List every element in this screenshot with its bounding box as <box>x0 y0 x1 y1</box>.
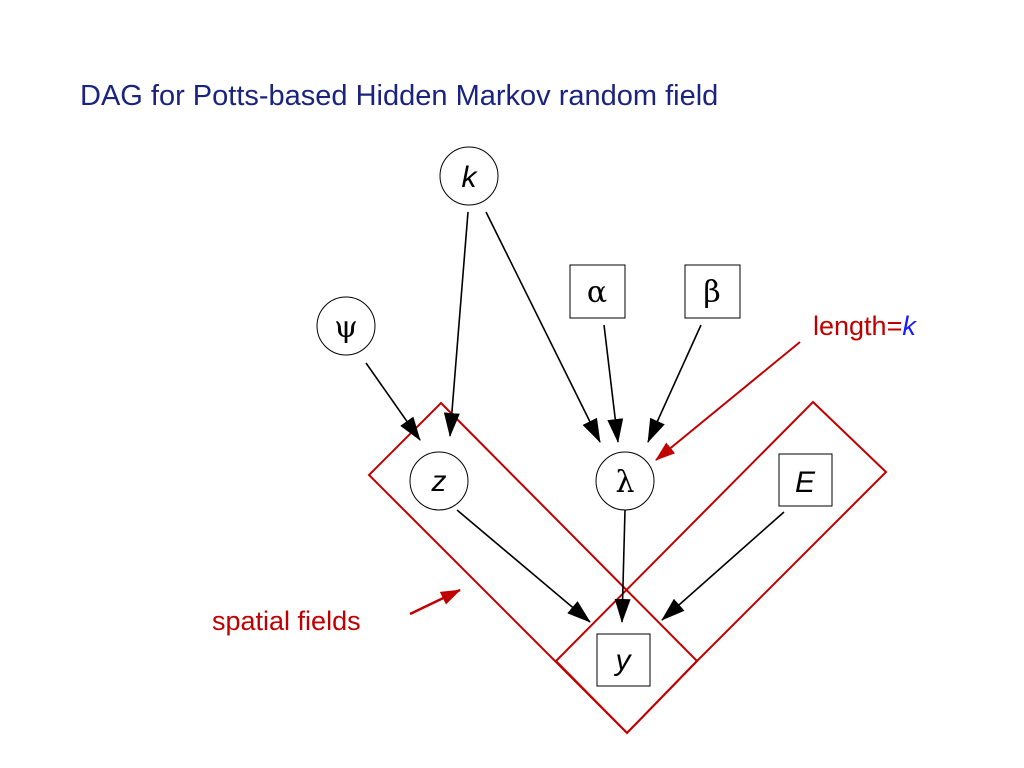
edge-lambda-to-y <box>614 509 631 623</box>
node-z: z <box>409 451 469 511</box>
annotation-length-var: k <box>902 311 917 341</box>
node-psi-label: ψ <box>334 310 358 345</box>
slide-title: DAG for Potts-based Hidden Markov random… <box>80 80 719 112</box>
plate-length-k <box>554 400 888 735</box>
annotation-length-prefix: length= <box>813 311 902 341</box>
node-z-label: z <box>431 465 447 498</box>
edge-z-to-y <box>456 509 591 623</box>
edge-psi-to-z <box>365 362 421 441</box>
node-E: E <box>778 453 833 507</box>
edge-k-to-lambda <box>485 211 601 443</box>
node-k: k <box>439 146 499 206</box>
node-alpha: α <box>569 264 626 319</box>
node-psi: ψ <box>316 296 376 356</box>
node-lambda-label: λ <box>615 465 634 500</box>
edge-alpha-to-lambda <box>603 324 624 443</box>
edge-E-to-y <box>661 511 785 621</box>
node-y: y <box>596 633 651 687</box>
node-lambda: λ <box>595 451 655 511</box>
edge-beta-to-lambda <box>647 324 702 443</box>
node-alpha-label: α <box>587 275 607 310</box>
annotation-length: length=k <box>813 311 917 341</box>
node-y-label: y <box>614 644 633 677</box>
node-E-label: E <box>795 466 816 499</box>
pointer-spatial-fields <box>409 588 461 616</box>
node-k-label: k <box>462 161 479 194</box>
pointer-length-k <box>655 341 801 461</box>
node-beta: β <box>684 264 741 319</box>
node-beta-label: β <box>703 275 720 310</box>
annotation-spatial-fields: spatial fields <box>212 606 361 636</box>
edge-k-to-z <box>443 211 469 437</box>
